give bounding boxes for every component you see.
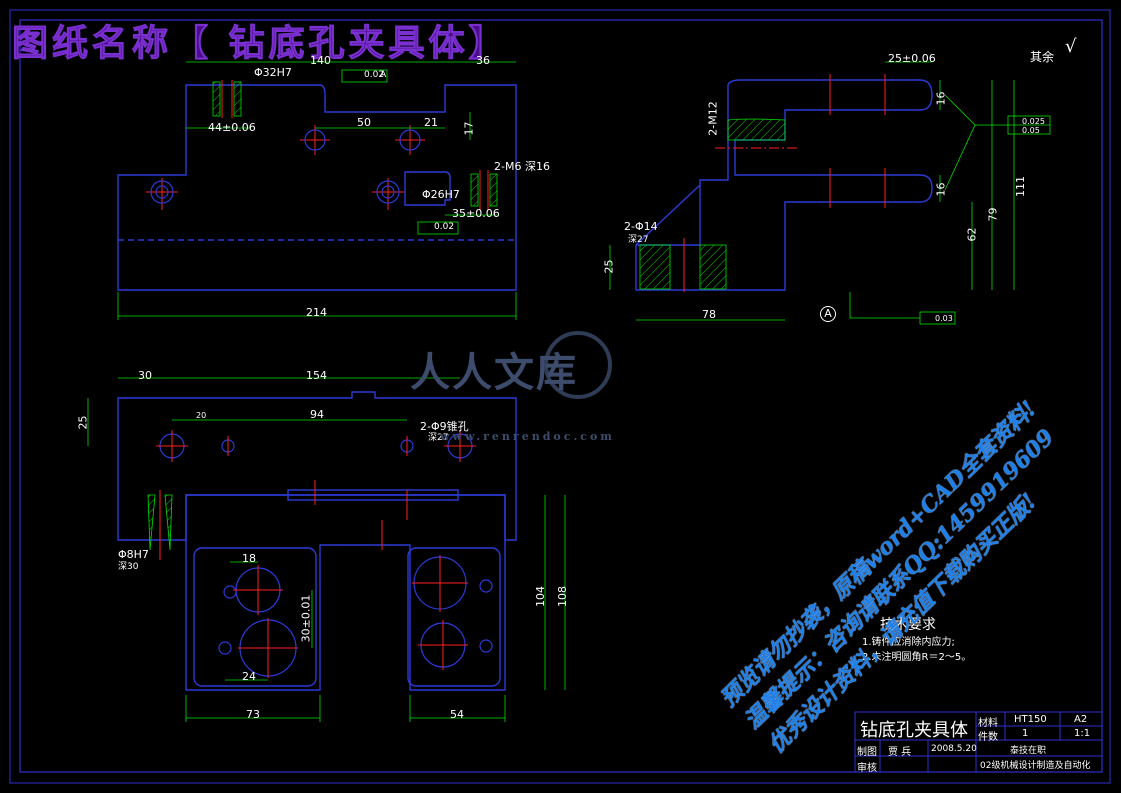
dim-79: 79 (986, 207, 1000, 222)
tol-perp-025: 0.025 (1022, 117, 1045, 126)
dim-35: 35±0.06 (452, 207, 500, 220)
watermark-logo-url: www.renrendoc.com (440, 430, 615, 443)
tech-line-2: 2.未注明圆角R＝2～5。 (862, 652, 972, 663)
front-view (117, 84, 517, 291)
dim-24: 24 (242, 670, 256, 683)
dim-73: 73 (246, 708, 260, 721)
drawing-title-banner: 图纸名称【 钻底孔夹具体】 (12, 22, 509, 65)
title-qty-label: 件数 (978, 732, 998, 743)
title-part-name: 钻底孔夹具体 (860, 720, 968, 741)
title-qty: 1 (1022, 728, 1029, 739)
dim-phi32h7: Φ32H7 (254, 66, 292, 79)
title-check-label: 审核 (857, 763, 877, 774)
side-center-lines (683, 74, 886, 292)
dim-78: 78 (702, 308, 716, 321)
datum-a-symbol: A (820, 306, 836, 322)
outer-frame (9, 9, 1111, 784)
front-holes (150, 129, 421, 204)
dim-30: 30 (138, 369, 152, 382)
top-center-lines (156, 430, 476, 678)
dim-25-top: 25 (76, 415, 90, 430)
dim-phi9: 2-Φ9锥孔 (420, 420, 469, 433)
dim-140: 140 (310, 54, 331, 67)
title-block-frame (854, 711, 1103, 773)
title-date: 2008.5.20 (931, 744, 977, 754)
title-material-label: 材料 (978, 718, 998, 729)
dim-16-upper: 16 (934, 91, 948, 106)
tol-perp-1: 0.02 (364, 70, 385, 80)
dim-deep30: 深30 (118, 562, 139, 572)
watermark-logo-ring (544, 331, 612, 399)
dim-54: 54 (450, 708, 464, 721)
inner-frame (19, 19, 1103, 773)
dim-108: 108 (556, 586, 569, 607)
dim-154: 154 (306, 369, 327, 382)
title-school: 泰技在职 (1010, 746, 1047, 756)
dim-30-tol: 30±0.01 (299, 594, 313, 643)
front-dims (117, 61, 517, 320)
dim-phi8h7: Φ8H7 (118, 548, 149, 561)
side-view (635, 79, 933, 291)
top-hatch (147, 494, 173, 551)
dim-111: 111 (1014, 176, 1027, 197)
dim-deep27: 深27 (628, 235, 649, 245)
dim-18: 18 (242, 552, 256, 565)
top-dims (87, 377, 566, 722)
title-class: 02级机械设计制造及自动化 (980, 761, 1091, 771)
dim-214: 214 (306, 306, 327, 319)
title-size: A2 (1074, 714, 1088, 725)
dim-104: 104 (534, 586, 547, 607)
dim-16-lower: 16 (934, 182, 948, 197)
dim-62: 62 (965, 227, 979, 242)
title-drawn-by: 贾 兵 (888, 747, 912, 758)
dim-phi26h7: Φ26H7 (422, 188, 460, 201)
dim-50: 50 (357, 116, 371, 129)
tol-perp-2: 0.02 (434, 222, 455, 232)
side-hatch (639, 118, 786, 290)
top-view (117, 391, 517, 691)
title-scale: 1:1 (1074, 728, 1091, 739)
dim-m6: 2-M6 深16 (494, 160, 550, 173)
tol-flat-03: 0.03 (935, 314, 953, 323)
tol-par-05: 0.05 (1022, 126, 1040, 135)
side-dims (609, 61, 1051, 325)
roughness-symbol-icon: √ (1065, 36, 1077, 57)
datum-a-1: A (380, 70, 387, 80)
dim-25-tol: 25±0.06 (888, 52, 936, 65)
title-drawn-label: 制图 (857, 747, 877, 758)
dim-deep27-b: 深27 (428, 433, 449, 443)
tech-heading: 技术要求 (880, 617, 936, 633)
dim-phi14: 2-Φ14 (624, 220, 658, 233)
tech-line-1: 1.铸件应消除内应力; (862, 637, 955, 648)
roughness-note: 其余 (1030, 50, 1055, 64)
dim-m12: 2-M12 (706, 101, 720, 136)
dim-21: 21 (424, 116, 438, 129)
title-material: HT150 (1014, 714, 1047, 725)
dim-20: 20 (196, 411, 207, 420)
watermark-logo-text: 人人文库 (410, 349, 578, 396)
dim-44: 44±0.06 (208, 121, 256, 134)
dim-36: 36 (476, 54, 490, 67)
dim-94: 94 (310, 408, 324, 421)
dim-25: 25 (602, 259, 616, 274)
dim-17: 17 (462, 121, 476, 136)
front-hatch (212, 81, 498, 207)
